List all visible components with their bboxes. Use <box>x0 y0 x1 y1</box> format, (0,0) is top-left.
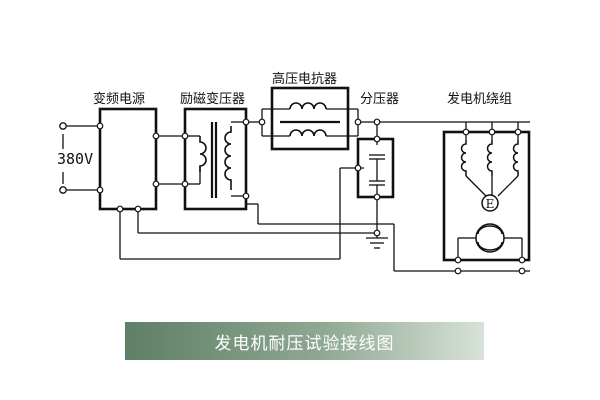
input-terminals <box>59 122 100 194</box>
winding-marker-e: E <box>486 197 495 211</box>
label-winding: 发电机绕组 <box>447 92 513 107</box>
converter-box <box>98 107 158 211</box>
diagram-caption: 发电机耐压试验接线图 <box>125 322 484 360</box>
label-reactor: 高压电抗器 <box>272 72 338 87</box>
reactor-box <box>270 86 350 151</box>
input-voltage-label: 380V <box>57 150 94 168</box>
label-converter: 变频电源 <box>93 92 146 107</box>
ground-symbol <box>366 237 388 249</box>
label-divider: 分压器 <box>360 92 400 107</box>
exciter-box <box>183 107 248 211</box>
winding-box <box>442 130 531 262</box>
label-exciter: 励磁变压器 <box>180 92 246 107</box>
junction-dots <box>96 118 526 275</box>
